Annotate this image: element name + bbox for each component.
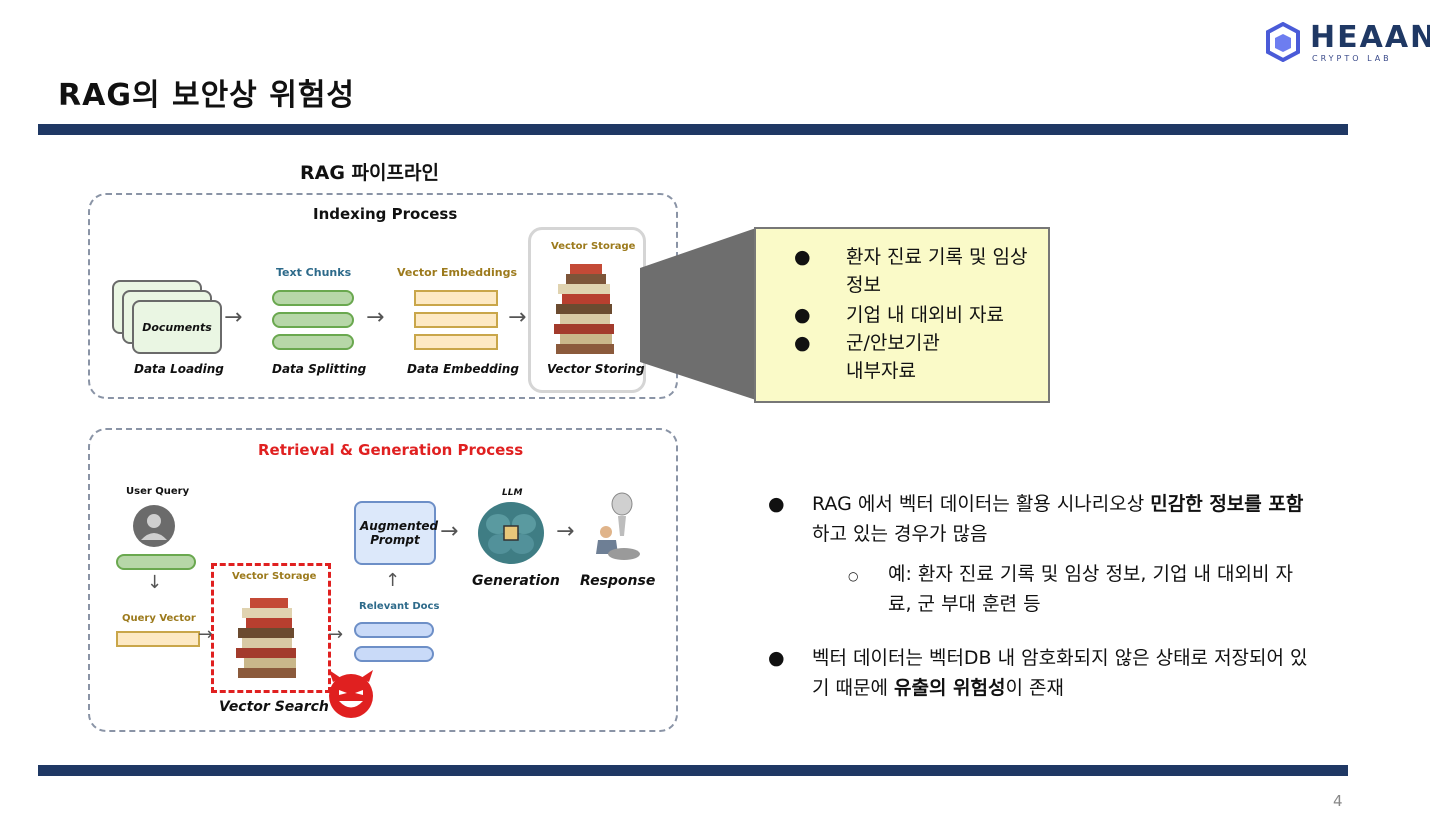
arrow-right-icon: → xyxy=(224,305,243,330)
retrieval-process-box xyxy=(88,428,678,732)
callout-item: 기업 내 대외비 자료 xyxy=(846,304,1004,326)
diagram-title: RAG 파이프라인 xyxy=(300,162,439,184)
relevant-doc xyxy=(354,646,434,662)
arrow-right-icon: → xyxy=(366,305,385,330)
arrow-right-icon: → xyxy=(328,624,344,645)
header-divider xyxy=(38,124,1348,135)
text-chunk xyxy=(272,334,354,350)
vector-search-label: Vector Search xyxy=(219,699,329,715)
bullet-text: 벡터 데이터는 벡터DB 내 암호화되지 않은 상태로 저장되어 있기 때문에 … xyxy=(812,643,1312,703)
book-stack-icon xyxy=(236,598,296,678)
response-label: Response xyxy=(580,573,656,589)
step-data-splitting: Data Splitting xyxy=(272,362,367,376)
bullet-text-part: 하고 있는 경우가 많음 xyxy=(812,523,988,545)
book-stack-icon xyxy=(554,264,614,354)
llm-brain-icon xyxy=(478,502,544,564)
callout-bullet-icon: ● xyxy=(794,246,811,268)
retrieval-title: Retrieval & Generation Process xyxy=(258,441,524,459)
callout-bullet-icon: ● xyxy=(794,332,811,354)
callout-item: 환자 진료 기록 및 임상 정보 xyxy=(846,246,1028,296)
page-number: 4 xyxy=(1333,792,1343,810)
bullet-icon: ● xyxy=(768,647,785,669)
bullet-text-part: 이 존재 xyxy=(1005,677,1064,699)
step-vector-storing: Vector Storing xyxy=(547,362,645,376)
arrow-right-icon: → xyxy=(556,519,575,544)
response-figure-icon xyxy=(596,492,640,560)
bullet-emphasis: 유출의 위험성 xyxy=(894,677,1006,699)
bullet-text-part: RAG 에서 벡터 데이터는 활용 시나리오상 xyxy=(812,493,1151,515)
user-query-label: User Query xyxy=(126,486,190,497)
arrow-down-icon: ↓ xyxy=(147,572,163,593)
arrow-right-icon: → xyxy=(440,519,459,544)
heaan-logo-icon xyxy=(1266,22,1300,62)
callout-bullet-icon: ● xyxy=(794,304,811,326)
vector-storage-label: Vector Storage xyxy=(551,241,636,252)
documents-label: Documents xyxy=(142,320,212,334)
bullet-text: RAG 에서 벡터 데이터는 활용 시나리오상 민감한 정보를 포함하고 있는 … xyxy=(812,489,1312,549)
vector-search-danger-box xyxy=(211,563,331,693)
vector-storage-label-2: Vector Storage xyxy=(232,571,317,582)
relevant-doc xyxy=(354,622,434,638)
generation-label: Generation xyxy=(472,573,560,589)
footer-divider xyxy=(38,765,1348,776)
query-text-bar xyxy=(116,554,196,570)
indexing-title: Indexing Process xyxy=(313,205,458,223)
vector-embeddings-label: Vector Embeddings xyxy=(397,266,518,279)
vector-embedding xyxy=(414,312,498,328)
logo-subtitle: CRYPTO LAB xyxy=(1312,54,1392,63)
llm-label: LLM xyxy=(502,488,523,498)
callout-item: 군/안보기관 내부자료 xyxy=(846,332,940,382)
step-data-embedding: Data Embedding xyxy=(407,362,519,376)
augmented-prompt-label: Augmented Prompt xyxy=(360,519,439,547)
callout-box: ● 환자 진료 기록 및 임상 정보 ● 기업 내 대외비 자료 ● 군/안보기… xyxy=(754,227,1050,403)
augmented-prompt-box: Augmented Prompt xyxy=(354,501,439,565)
vector-embedding xyxy=(414,334,498,350)
slide-title: RAG의 보안상 위험성 xyxy=(58,78,356,113)
logo-wordmark: HEAAN xyxy=(1310,20,1430,55)
callout-wedge xyxy=(640,228,756,400)
documents-card: Documents xyxy=(132,300,222,354)
step-data-loading: Data Loading xyxy=(134,362,224,376)
arrow-right-icon: → xyxy=(508,305,527,330)
query-vector-label: Query Vector xyxy=(122,613,196,624)
bullet-emphasis: 민감한 정보를 포함 xyxy=(1150,493,1304,515)
user-avatar-icon xyxy=(133,505,175,547)
vector-embedding xyxy=(414,290,498,306)
text-chunk xyxy=(272,312,354,328)
bullet-icon: ● xyxy=(768,493,785,515)
query-vector-bar xyxy=(116,631,200,647)
arrow-right-icon: → xyxy=(198,624,214,645)
bullet-text-part: 벡터 데이터는 벡터DB 내 암호화되지 않은 상태로 저장되어 있기 때문에 xyxy=(812,647,1308,699)
devil-emoji-icon xyxy=(329,670,373,718)
text-chunk xyxy=(272,290,354,306)
relevant-docs-label: Relevant Docs xyxy=(359,601,440,612)
sub-bullet-text: 예: 환자 진료 기록 및 임상 정보, 기업 내 대외비 자료, 군 부대 훈… xyxy=(888,563,1293,615)
arrow-up-icon: ↑ xyxy=(385,570,401,591)
text-chunks-label: Text Chunks xyxy=(276,266,352,279)
sub-bullet-icon: ○ xyxy=(848,569,859,583)
